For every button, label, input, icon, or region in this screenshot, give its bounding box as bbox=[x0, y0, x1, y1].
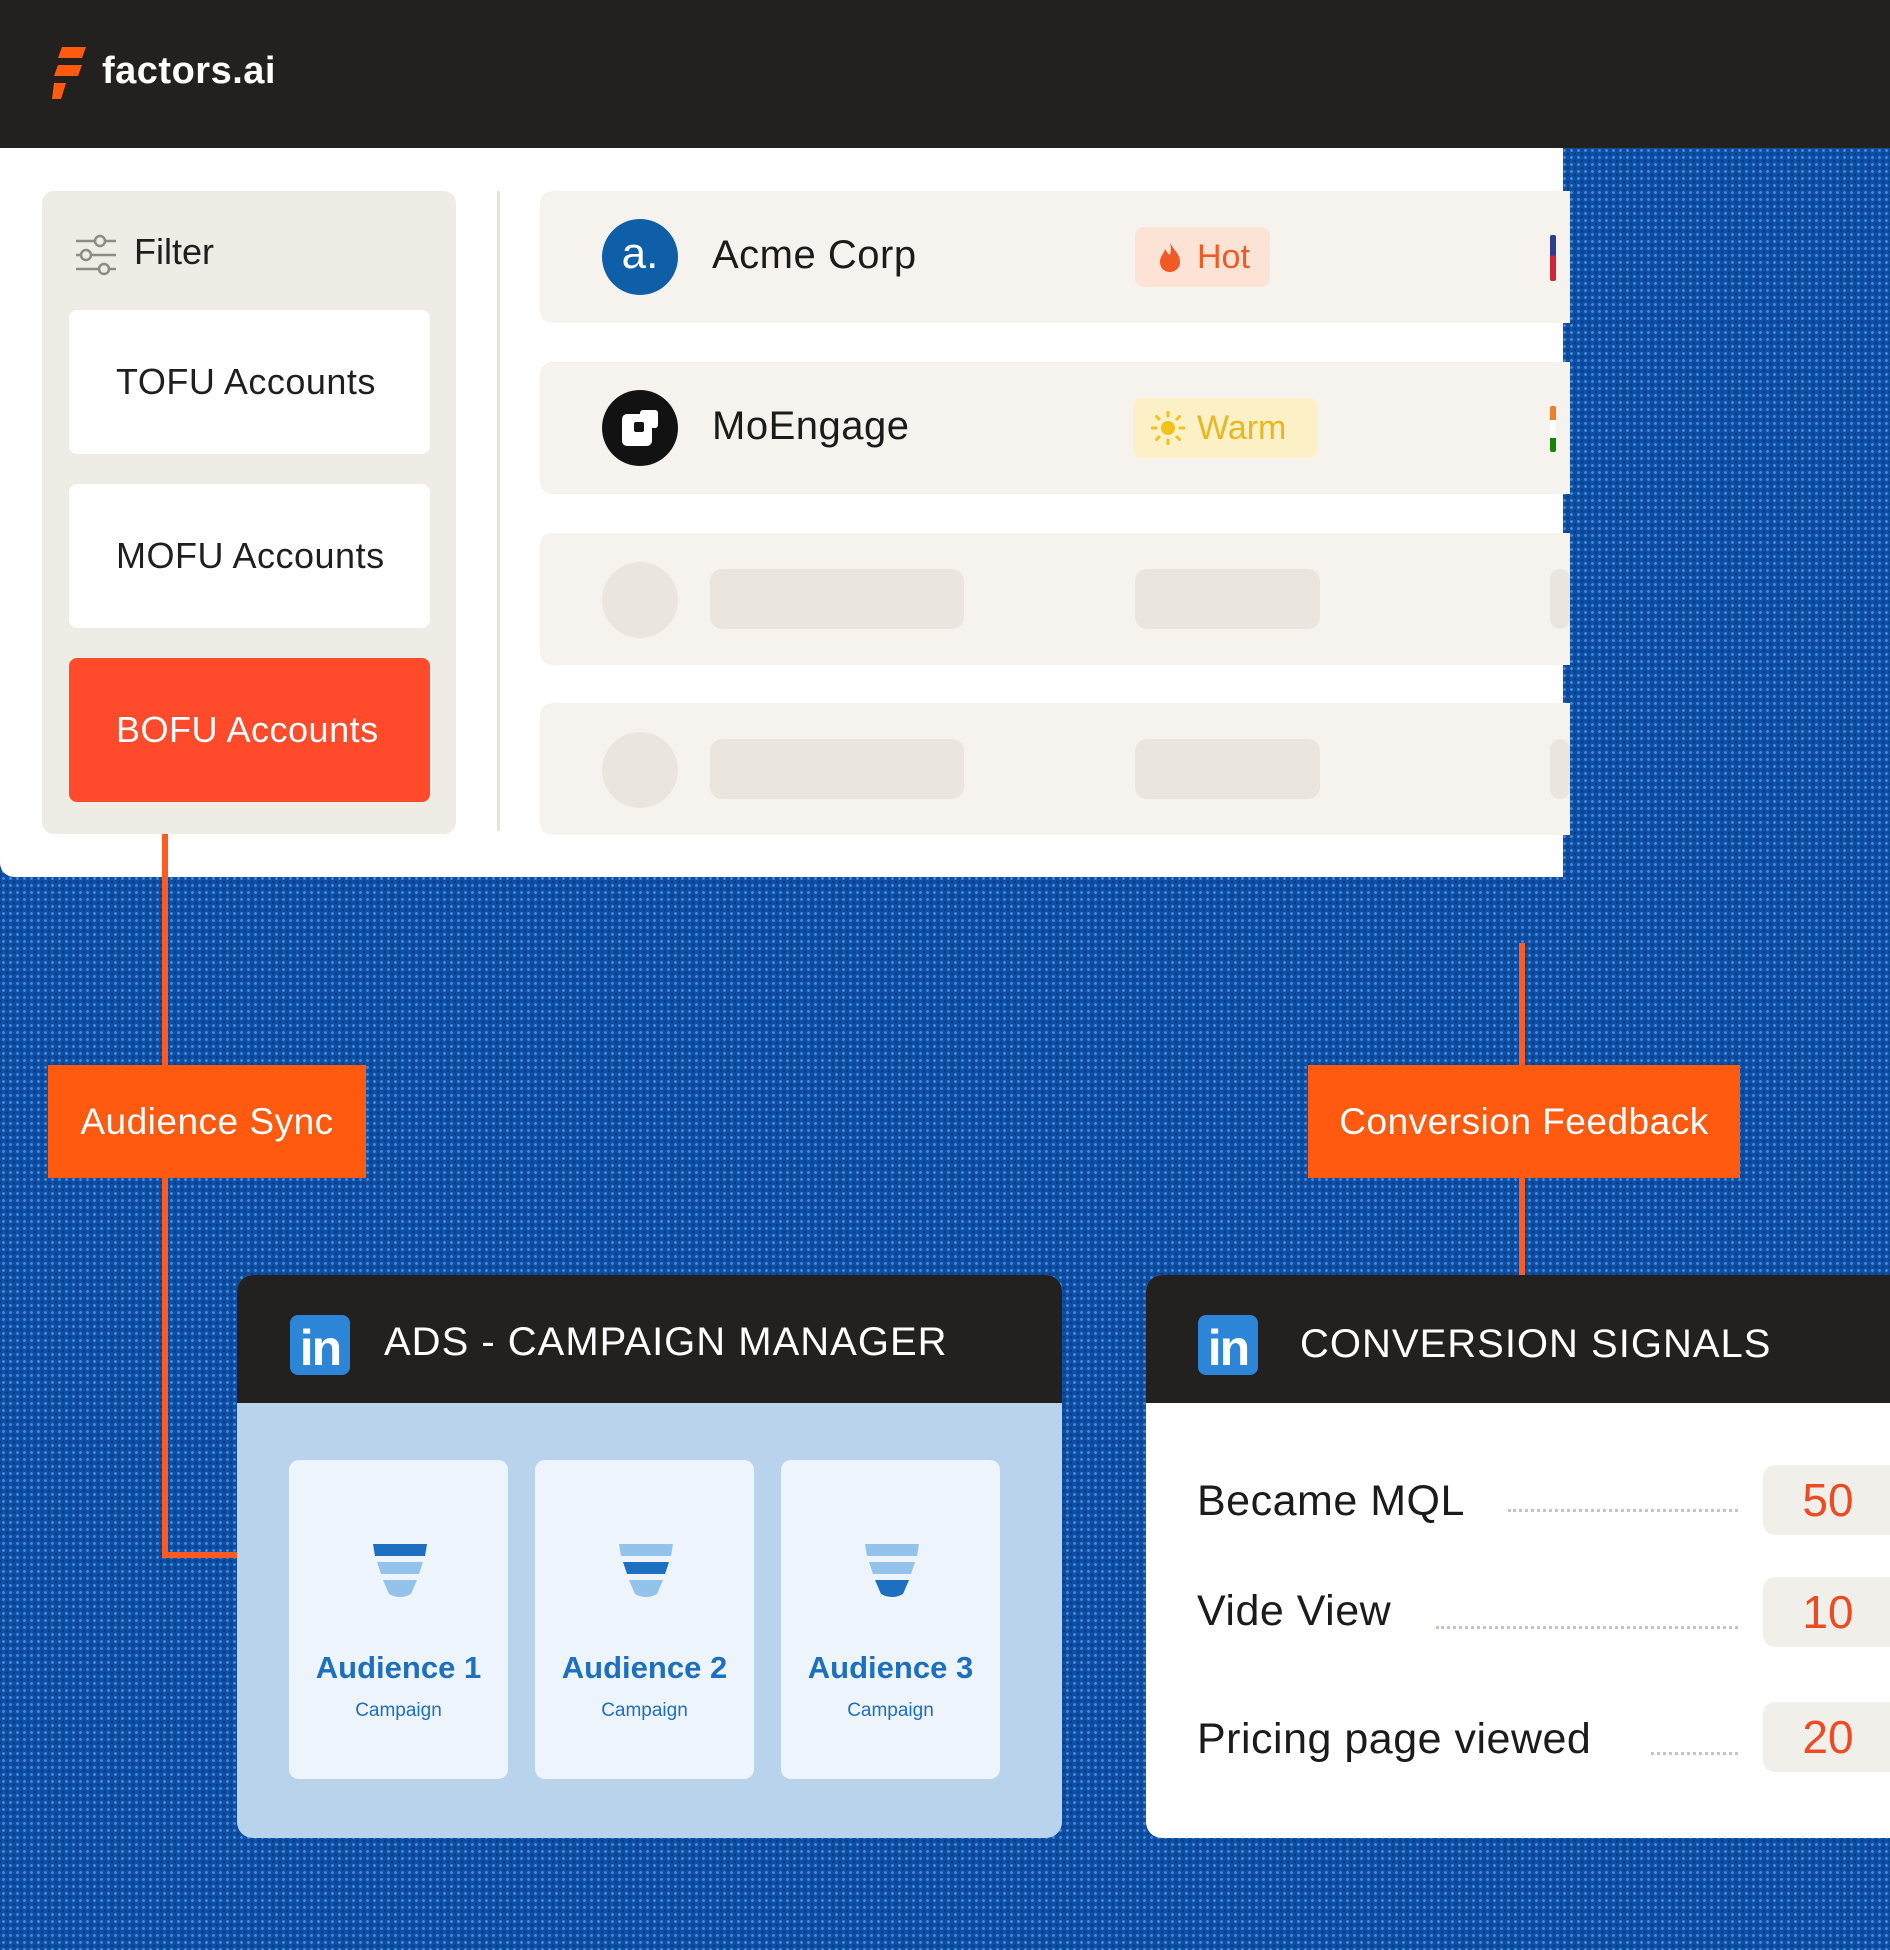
signal-value: 20 bbox=[1763, 1702, 1890, 1772]
audience-sync-connector-top bbox=[162, 797, 168, 1067]
card-title: CONVERSION SIGNALS bbox=[1300, 1322, 1772, 1366]
linkedin-logo-icon: in bbox=[1198, 1315, 1258, 1375]
row-edge-marker bbox=[1550, 406, 1556, 452]
status-badge-warm: Warm bbox=[1133, 398, 1318, 458]
audience-sync-connector-bottom bbox=[162, 1175, 168, 1558]
app-header: factors.ai bbox=[0, 0, 1890, 148]
audience-card-1[interactable]: Audience 1 Campaign bbox=[289, 1460, 508, 1779]
card-title: ADS - CAMPAIGN MANAGER bbox=[384, 1320, 948, 1364]
card-header: in CONVERSION SIGNALS bbox=[1146, 1275, 1890, 1403]
acme-corp-avatar: a. bbox=[602, 219, 678, 295]
audience-type: Campaign bbox=[601, 1700, 688, 1721]
funnel-icon bbox=[373, 1544, 427, 1597]
status-label: Warm bbox=[1197, 408, 1287, 447]
card-header: in ADS - CAMPAIGN MANAGER bbox=[237, 1275, 1062, 1403]
signal-label: Vide View bbox=[1197, 1587, 1392, 1635]
audience-sync-connector-foot bbox=[162, 1552, 240, 1558]
status-label: Hot bbox=[1197, 237, 1250, 276]
audience-type: Campaign bbox=[355, 1700, 442, 1721]
leader-dots bbox=[1508, 1509, 1738, 1512]
signal-value: 50 bbox=[1763, 1465, 1890, 1535]
account-row-placeholder bbox=[540, 533, 1570, 665]
audience-card-3[interactable]: Audience 3 Campaign bbox=[781, 1460, 1000, 1779]
panel-divider bbox=[497, 191, 500, 831]
conversion-feedback-tag: Conversion Feedback bbox=[1308, 1065, 1740, 1178]
audience-name: Audience 1 bbox=[315, 1650, 482, 1685]
skeleton-edge bbox=[1550, 739, 1570, 799]
factors-logo-icon bbox=[52, 47, 86, 99]
signal-value: 10 bbox=[1763, 1577, 1890, 1647]
ads-campaign-manager-card: in ADS - CAMPAIGN MANAGER Audience 1 Cam… bbox=[237, 1275, 1062, 1838]
skeleton-badge bbox=[1135, 569, 1320, 629]
leader-dots bbox=[1651, 1752, 1738, 1755]
skeleton-name bbox=[710, 569, 964, 629]
account-row-placeholder bbox=[540, 703, 1570, 835]
filter-tofu-accounts-button[interactable]: TOFU Accounts bbox=[69, 310, 430, 454]
account-row-moengage[interactable]: MoEngage Warm bbox=[540, 362, 1570, 494]
signal-label: Became MQL bbox=[1197, 1477, 1465, 1525]
audience-name: Audience 2 bbox=[561, 1650, 728, 1685]
row-edge-marker bbox=[1550, 235, 1556, 281]
account-row-acme-corp[interactable]: a. Acme Corp Hot bbox=[540, 191, 1570, 323]
sliders-icon bbox=[76, 234, 116, 276]
filter-panel: Filter TOFU Accounts MOFU Accounts BOFU … bbox=[42, 191, 456, 834]
leader-dots bbox=[1436, 1626, 1738, 1629]
skeleton-avatar bbox=[602, 562, 678, 638]
account-name: Acme Corp bbox=[712, 233, 917, 277]
funnel-icon bbox=[865, 1544, 919, 1597]
conversion-feedback-connector-top bbox=[1519, 943, 1525, 1067]
moengage-logo-icon bbox=[622, 410, 658, 446]
linkedin-logo-icon: in bbox=[290, 1315, 350, 1375]
skeleton-edge bbox=[1550, 569, 1570, 629]
account-name: MoEngage bbox=[712, 404, 910, 448]
audience-name: Audience 3 bbox=[807, 1650, 974, 1685]
audience-sync-tag: Audience Sync bbox=[48, 1065, 366, 1178]
skeleton-badge bbox=[1135, 739, 1320, 799]
skeleton-name bbox=[710, 739, 964, 799]
filter-bofu-accounts-button[interactable]: BOFU Accounts bbox=[69, 658, 430, 802]
logo-text: factors.ai bbox=[102, 50, 276, 92]
factors-app-window: factors.ai Filter TOFU Accounts MOFU Acc… bbox=[0, 0, 1890, 877]
conversion-signals-card: in CONVERSION SIGNALS Became MQL 50 Vide… bbox=[1146, 1275, 1890, 1838]
audience-card-2[interactable]: Audience 2 Campaign bbox=[535, 1460, 754, 1779]
moengage-avatar bbox=[602, 390, 678, 466]
audience-type: Campaign bbox=[847, 1700, 934, 1721]
flame-icon bbox=[1160, 242, 1180, 272]
sun-icon bbox=[1151, 411, 1185, 445]
filter-mofu-accounts-button[interactable]: MOFU Accounts bbox=[69, 484, 430, 628]
filter-label: Filter bbox=[134, 231, 214, 272]
funnel-icon bbox=[619, 1544, 673, 1597]
status-badge-hot: Hot bbox=[1135, 227, 1270, 287]
conversion-feedback-connector-bottom bbox=[1519, 1175, 1525, 1277]
signal-label: Pricing page viewed bbox=[1197, 1715, 1592, 1763]
skeleton-avatar bbox=[602, 732, 678, 808]
acme-avatar-letter: a. bbox=[621, 229, 659, 278]
